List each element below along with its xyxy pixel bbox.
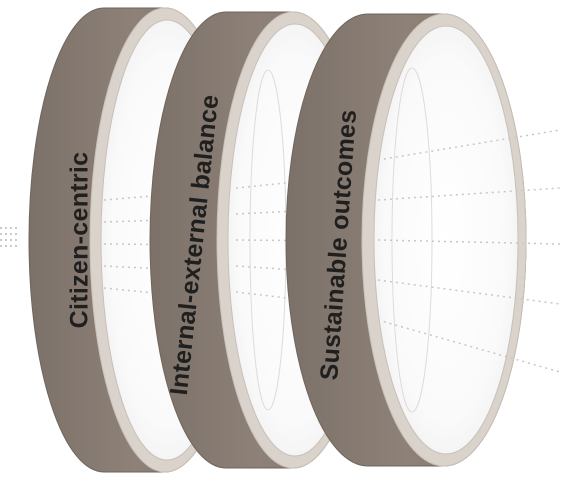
ring-sustainable-outcomes: Sustainable outcomes xyxy=(285,13,561,467)
ring-label-citizen-centric: Citizen-centric xyxy=(66,152,94,329)
left-dotted-lines xyxy=(0,227,18,247)
